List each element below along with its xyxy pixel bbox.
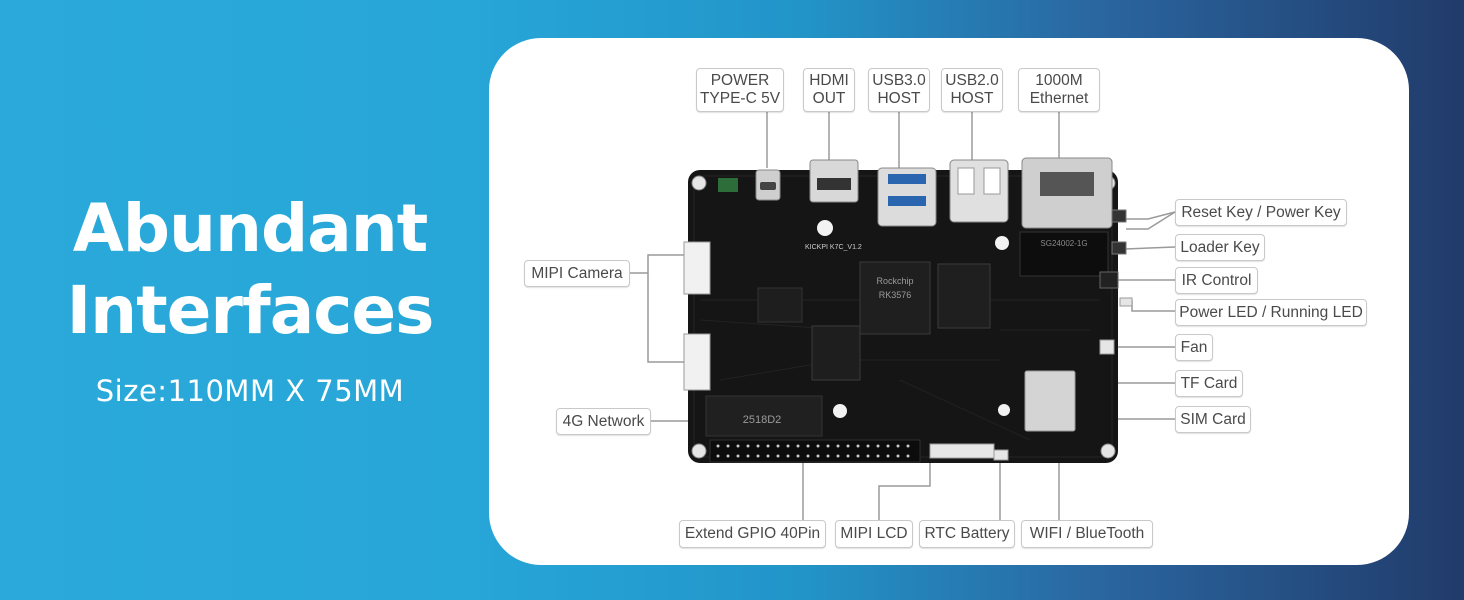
mipi-camera-connector-1 [683,241,711,295]
gpio-header [709,439,921,463]
mipi-camera-connector-2 [683,333,711,391]
soc-brand-text: Rockchip [876,276,913,286]
label-hdmi-line1: HDMI [809,72,849,89]
label-ethernet-line2: Ethernet [1029,90,1089,107]
label-reset-key: Reset Key / Power Key [1175,199,1347,226]
label-mipi-lcd: MIPI LCD [835,520,913,548]
headline-line-1: Abundant [72,190,429,267]
headline-line-2: Interfaces [66,272,435,349]
label-ethernet-line1: 1000M [1035,72,1083,89]
label-usb3-host: USB3.0 HOST [868,68,930,112]
board-silkscreen: KICKPI K7C_V1.2 [805,244,862,251]
board-size-text: Size:110MM X 75MM [95,374,405,408]
label-usb2-host: USB2.0 HOST [941,68,1003,112]
label-usb3-line2: HOST [877,90,921,107]
label-power-line1: POWER [710,72,770,89]
hole-marker [817,220,833,236]
storage-silkscreen: 2518D2 [743,414,782,426]
label-loader-key: Loader Key [1175,234,1265,261]
label-mipi-camera: MIPI Camera [524,260,630,287]
label-power-led: Power LED / Running LED [1175,299,1367,326]
label-power-typec: POWER TYPE-C 5V [696,68,784,112]
ethernet-chip-text: SG24002-1G [1040,239,1087,248]
label-sim-card: SIM Card [1175,406,1251,433]
4g-m2-slot [705,395,823,437]
rtc-connector [993,449,1009,461]
label-wifi-bluetooth: WIFI / BlueTooth [1021,520,1153,548]
label-4g-network: 4G Network [556,408,651,435]
label-ir-control: IR Control [1175,267,1258,294]
label-usb3-line1: USB3.0 [872,72,926,89]
soc-model-text: RK3576 [879,290,912,300]
label-tf-card: TF Card [1175,370,1243,397]
mipi-lcd-connector [929,443,995,459]
headline: Abundant Interfaces [0,188,500,352]
label-power-line2: TYPE-C 5V [699,90,781,107]
label-ethernet: 1000M Ethernet [1018,68,1100,112]
label-usb2-line2: HOST [950,90,994,107]
label-usb2-line1: USB2.0 [945,72,999,89]
label-fan: Fan [1175,334,1213,361]
label-extend-gpio: Extend GPIO 40Pin [679,520,826,548]
label-hdmi-line2: OUT [812,90,846,107]
label-rtc-battery: RTC Battery [919,520,1015,548]
wifi-module [1024,370,1076,432]
soc-chip [859,261,931,335]
label-hdmi-out: HDMI OUT [803,68,855,112]
